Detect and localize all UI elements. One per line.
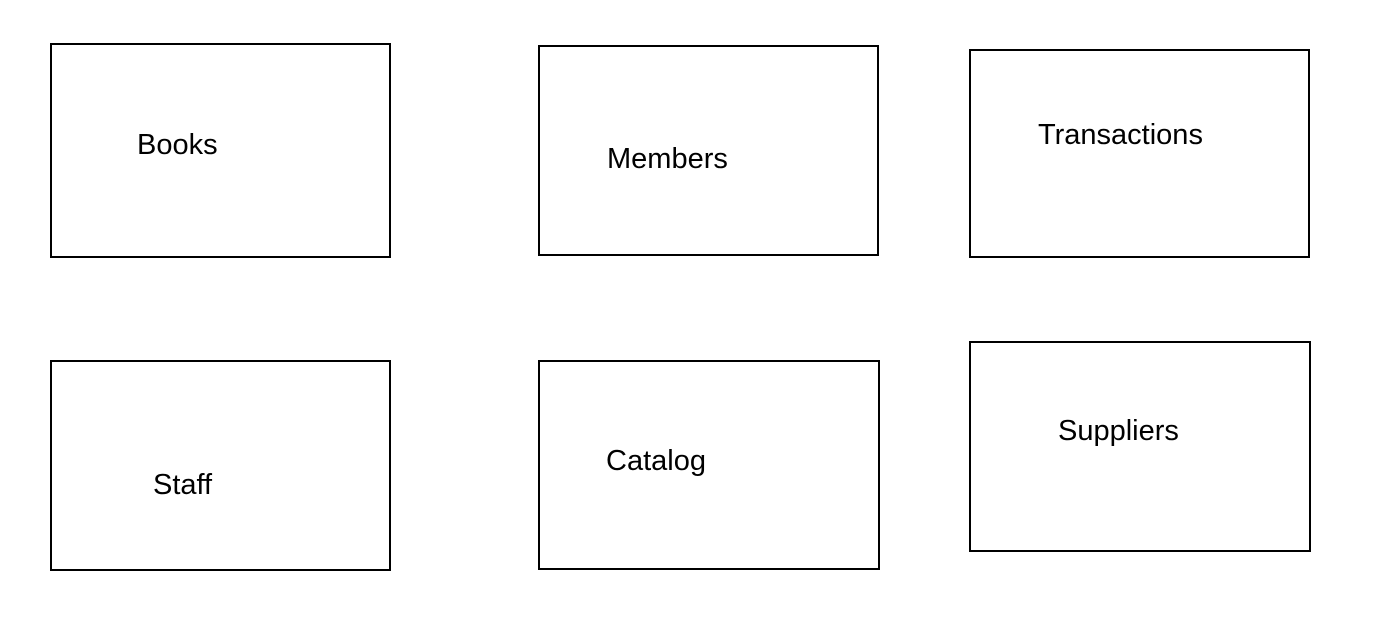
box-transactions-label: Transactions bbox=[1038, 119, 1203, 151]
box-books[interactable]: Books bbox=[50, 43, 391, 258]
box-catalog-label: Catalog bbox=[606, 445, 706, 477]
box-catalog[interactable]: Catalog bbox=[538, 360, 880, 570]
box-transactions[interactable]: Transactions bbox=[969, 49, 1310, 258]
box-members[interactable]: Members bbox=[538, 45, 879, 256]
box-staff[interactable]: Staff bbox=[50, 360, 391, 571]
box-suppliers[interactable]: Suppliers bbox=[969, 341, 1311, 552]
box-members-label: Members bbox=[607, 143, 728, 175]
box-books-label: Books bbox=[137, 129, 218, 161]
box-staff-label: Staff bbox=[153, 469, 213, 501]
box-suppliers-label: Suppliers bbox=[1058, 415, 1179, 447]
